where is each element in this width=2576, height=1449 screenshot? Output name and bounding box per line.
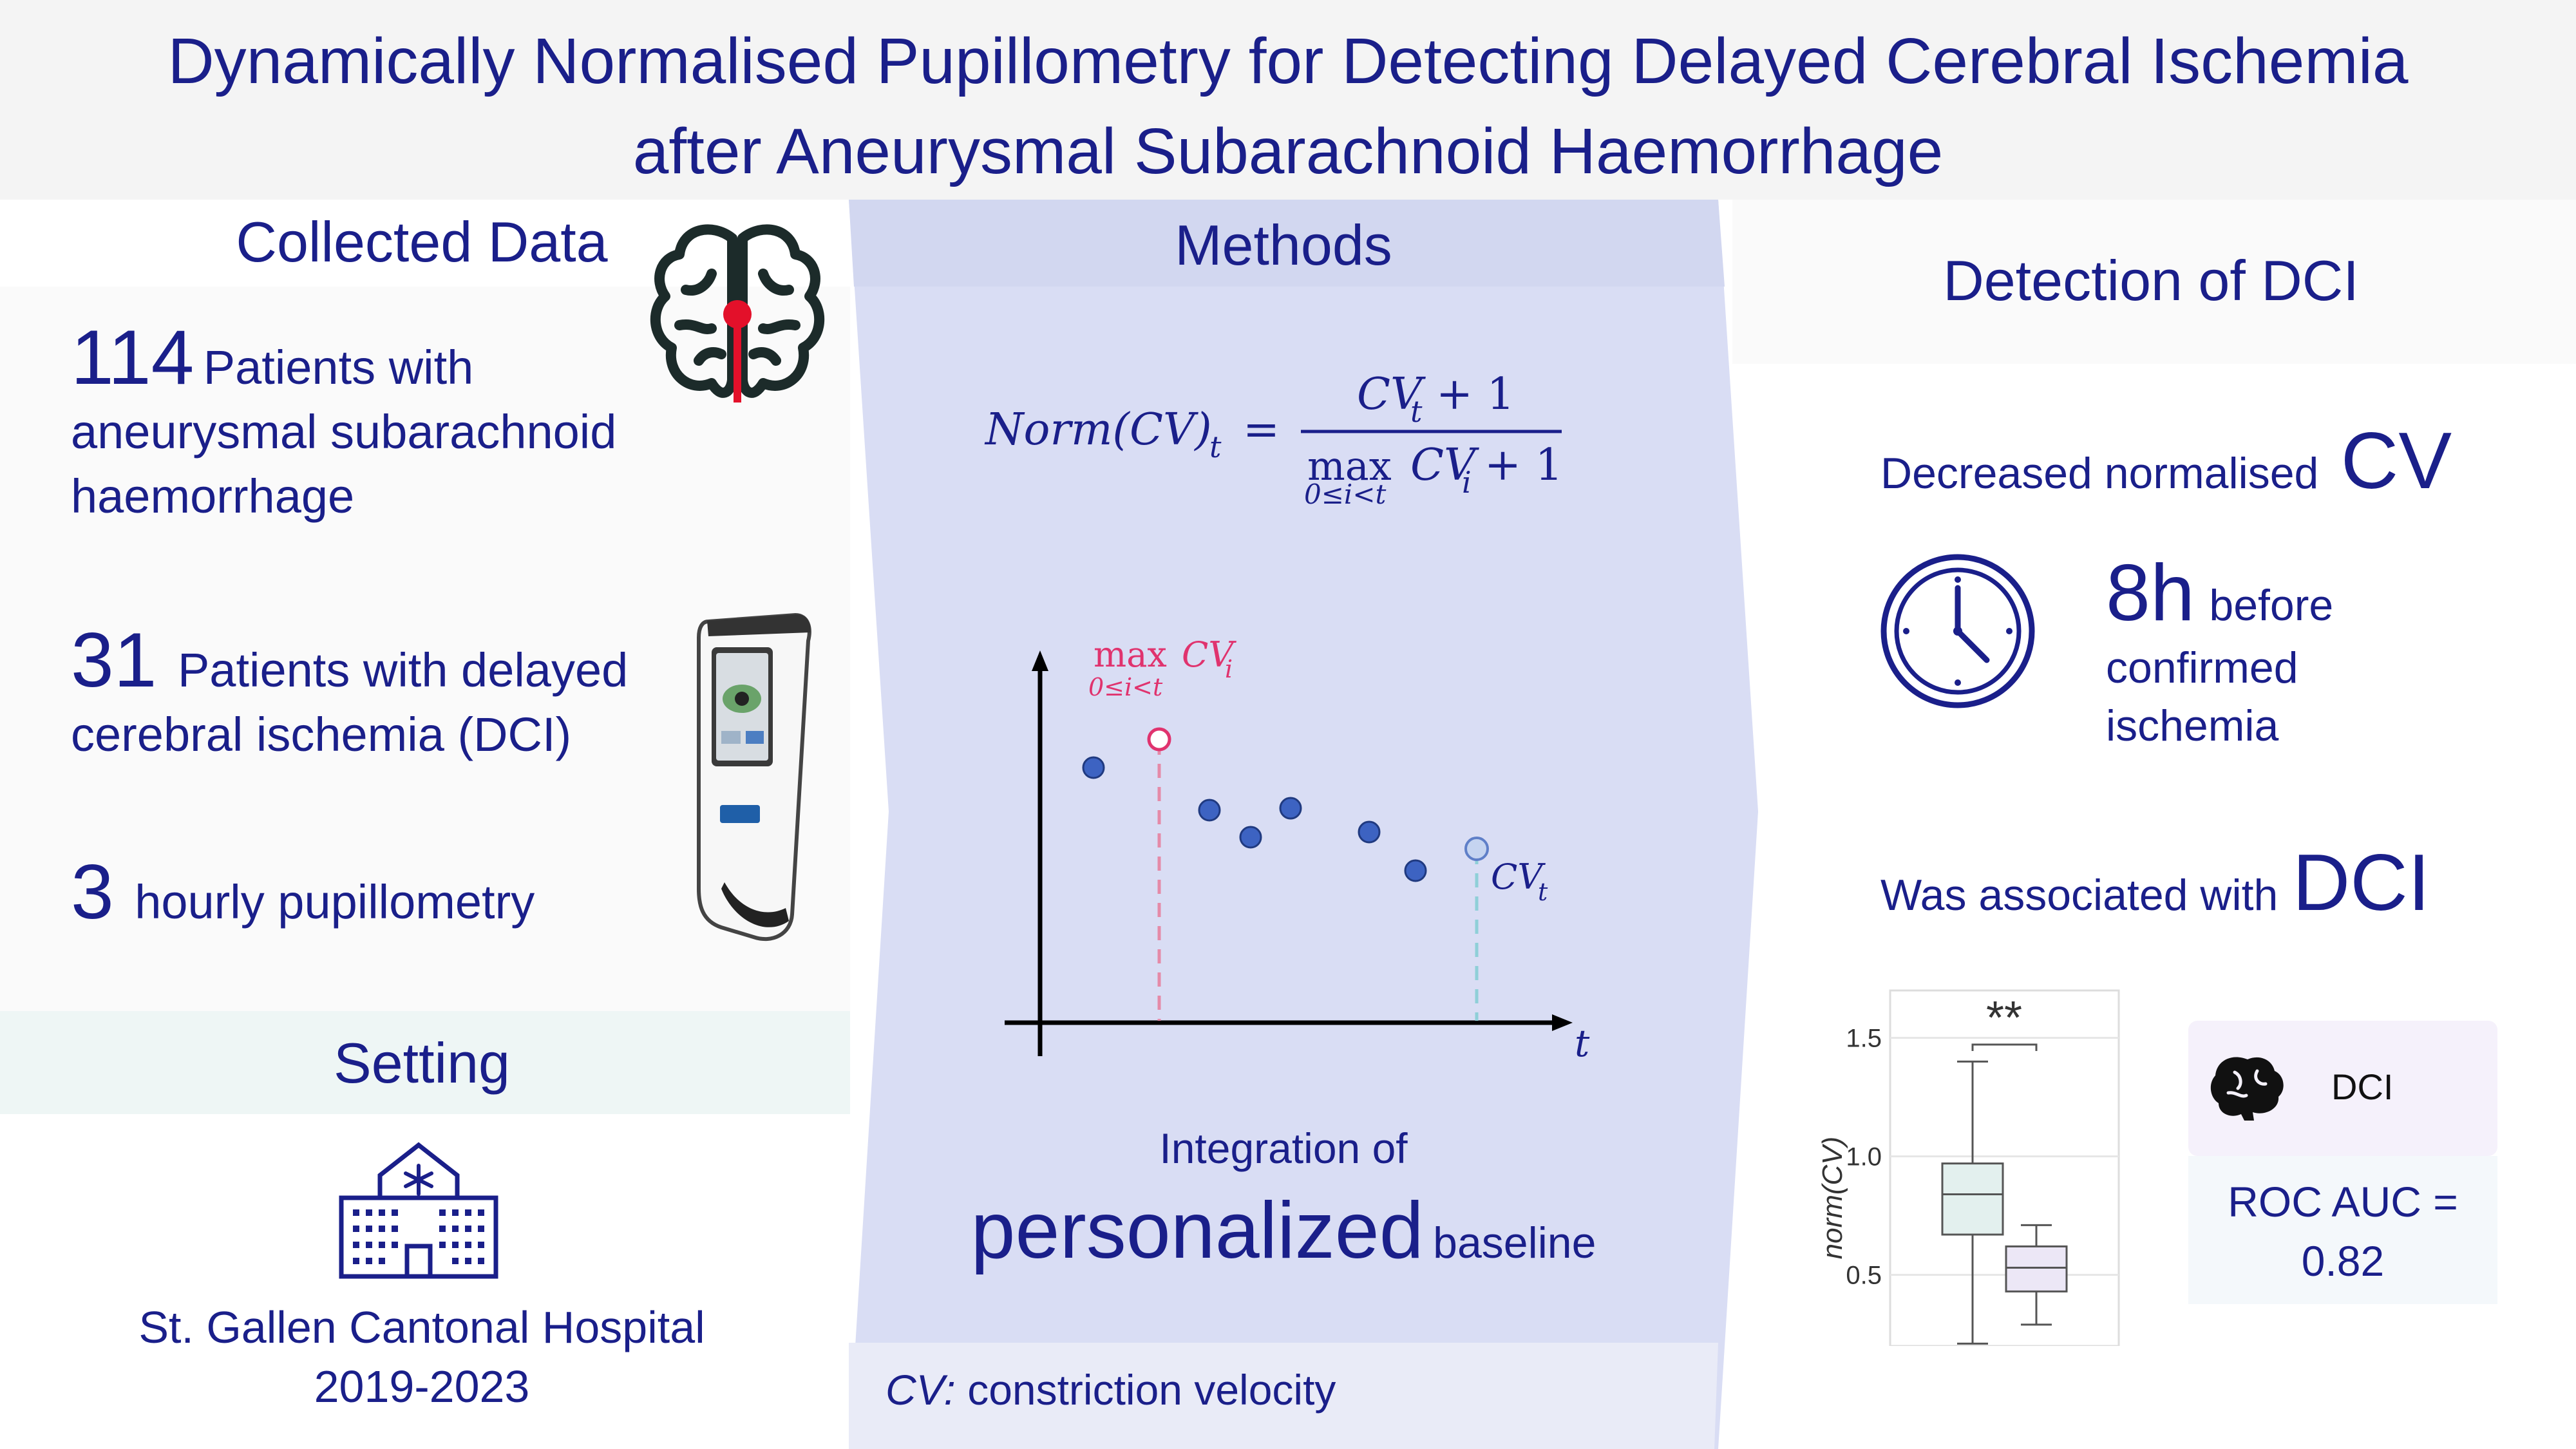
hospital-name: St. Gallen Cantonal Hospital [138,1302,705,1352]
hours-before: 8h before confirmed ischemia [2106,547,2333,755]
data-point [1404,859,1427,882]
page-title: Dynamically Normalised Pupillometry for … [0,16,2576,196]
formula-numerator: CV [1357,369,1426,420]
setting-info: St. Gallen Cantonal Hospital 2019-2023 [0,1298,844,1416]
t-axis-label: t [1575,1021,1590,1065]
svg-text:=: = [1243,404,1280,455]
formula-denominator-sub: i [1462,465,1472,500]
methods-heading: Methods [1175,213,1392,277]
significance-bracket [1971,1043,2038,1051]
patients-line-2: aneurysmal subarachnoid [71,404,617,459]
hourly-stat: 3 hourly pupillometry [71,853,715,934]
roc-box [2188,1156,2497,1304]
formula-max: max [1307,442,1392,489]
y-axis-label: norm(CV) [1817,1137,1848,1260]
data-point [1082,756,1105,779]
roc-label: ROC AUC = [2228,1178,2458,1226]
setting-heading: Setting [334,1031,510,1095]
associated-dci: Was associated with DCI [1880,837,2430,929]
max-cv-sub: i [1225,655,1233,683]
setting-header-band [0,1011,850,1114]
formula-max-range: 0≤i<t [1304,478,1387,510]
formula-numerator-sub: t [1410,394,1423,429]
dci-word: DCI [2292,838,2430,927]
patients-line-3: haemorrhage [71,469,355,523]
data-point [1358,820,1381,844]
cv-word: CV [2340,417,2452,506]
clock-icon [1880,554,2035,708]
data-point [1279,797,1302,820]
normalisation-formula: Norm(CV) t = CV t + 1 max 0≤i<t CV i + 1 [984,369,1563,510]
ischemia-text: ischemia [2106,701,2279,750]
roc-value: 0.82 [2301,1237,2385,1285]
box [1941,1162,2004,1236]
confirmed-text: confirmed [2106,643,2298,692]
footnote-text: constriction velocity [967,1366,1336,1414]
hospital-icon [339,1142,498,1279]
integration-text: Integration of [1159,1124,1408,1172]
dci-line-2: cerebral ischemia (DCI) [71,707,572,761]
baseline-word: baseline [1433,1218,1596,1267]
hourly-text: hourly pupillometry [135,875,535,929]
pupillometer-icon [697,612,811,942]
decreased-text: Decreased normalised [1880,449,2319,498]
patients-stat: 114 Patients with aneurysmal subarachnoi… [71,319,715,529]
detection-header-band [1732,200,2576,364]
formula-numerator-tail: + 1 [1436,369,1515,420]
formula-denominator-tail: + 1 [1484,440,1563,491]
data-point [1239,826,1262,849]
cvt-sub: t [1538,878,1548,906]
box [2005,1245,2068,1293]
box-series-2 [2005,1224,2068,1326]
footnote-abbr: CV: [886,1366,956,1414]
formula-denominator: CV [1410,440,1479,491]
data-point [1198,799,1221,822]
roc-auc: ROC AUC = 0.82 [2188,1172,2497,1291]
dci-number: 31 [71,617,157,703]
dci-line-1: Patients with delayed [177,643,629,697]
max-label: max [1094,634,1167,675]
formula-lhs: Norm(CV) [984,404,1212,455]
hourly-number: 3 [71,849,114,935]
box-series-1 [1941,1060,2004,1345]
boxplot-chart: norm(CV) ** 1.5 1.0 0.5 [1817,989,2120,1346]
decreased-cv: Decreased normalised CV [1880,415,2452,507]
setting-panel [0,1114,850,1449]
y-tick-label: 1.0 [1846,1143,1882,1171]
current-point [1464,837,1489,861]
max-cv-label: CV [1182,634,1236,675]
title-line-1: Dynamically Normalised Pupillometry for … [167,25,2409,97]
detection-heading: Detection of DCI [1943,249,2359,312]
patients-number: 114 [71,314,194,401]
method-schematic-plot: t max CV i 0≤i<t CV t [1005,634,1590,1065]
associated-text: Was associated with [1880,871,2278,920]
dci-stat: 31 Patients with delayed cerebral ischem… [71,621,715,767]
methods-panel [849,200,1758,1449]
collected-heading: Collected Data [236,210,608,274]
max-range-label: 0≤i<t [1088,673,1163,701]
plot-area [1889,989,2120,1346]
brain-legend-icon [2210,1057,2284,1121]
study-years: 2019-2023 [314,1361,530,1412]
patients-line-1: Patients with [203,341,474,394]
personalized-baseline: personalized baseline [849,1185,1718,1276]
abbreviation-footnote: CV: constriction velocity [886,1365,1336,1414]
title-band [0,0,2576,200]
max-point [1147,727,1171,752]
dci-legend-label: DCI [2331,1066,2394,1107]
brain-icon [650,224,825,402]
significance-marker: ** [1986,992,2022,1044]
personalized-word: personalized [971,1186,1424,1275]
cvt-label: CV [1491,857,1546,897]
y-tick-label: 1.5 [1846,1025,1882,1053]
before-text: before [2209,581,2334,630]
hours-value: 8h [2106,549,2195,638]
title-line-2: after Aneurysmal Subarachnoid Haemorrhag… [632,115,1944,187]
y-tick-label: 0.5 [1846,1262,1882,1290]
formula-lhs-sub: t [1209,430,1222,464]
